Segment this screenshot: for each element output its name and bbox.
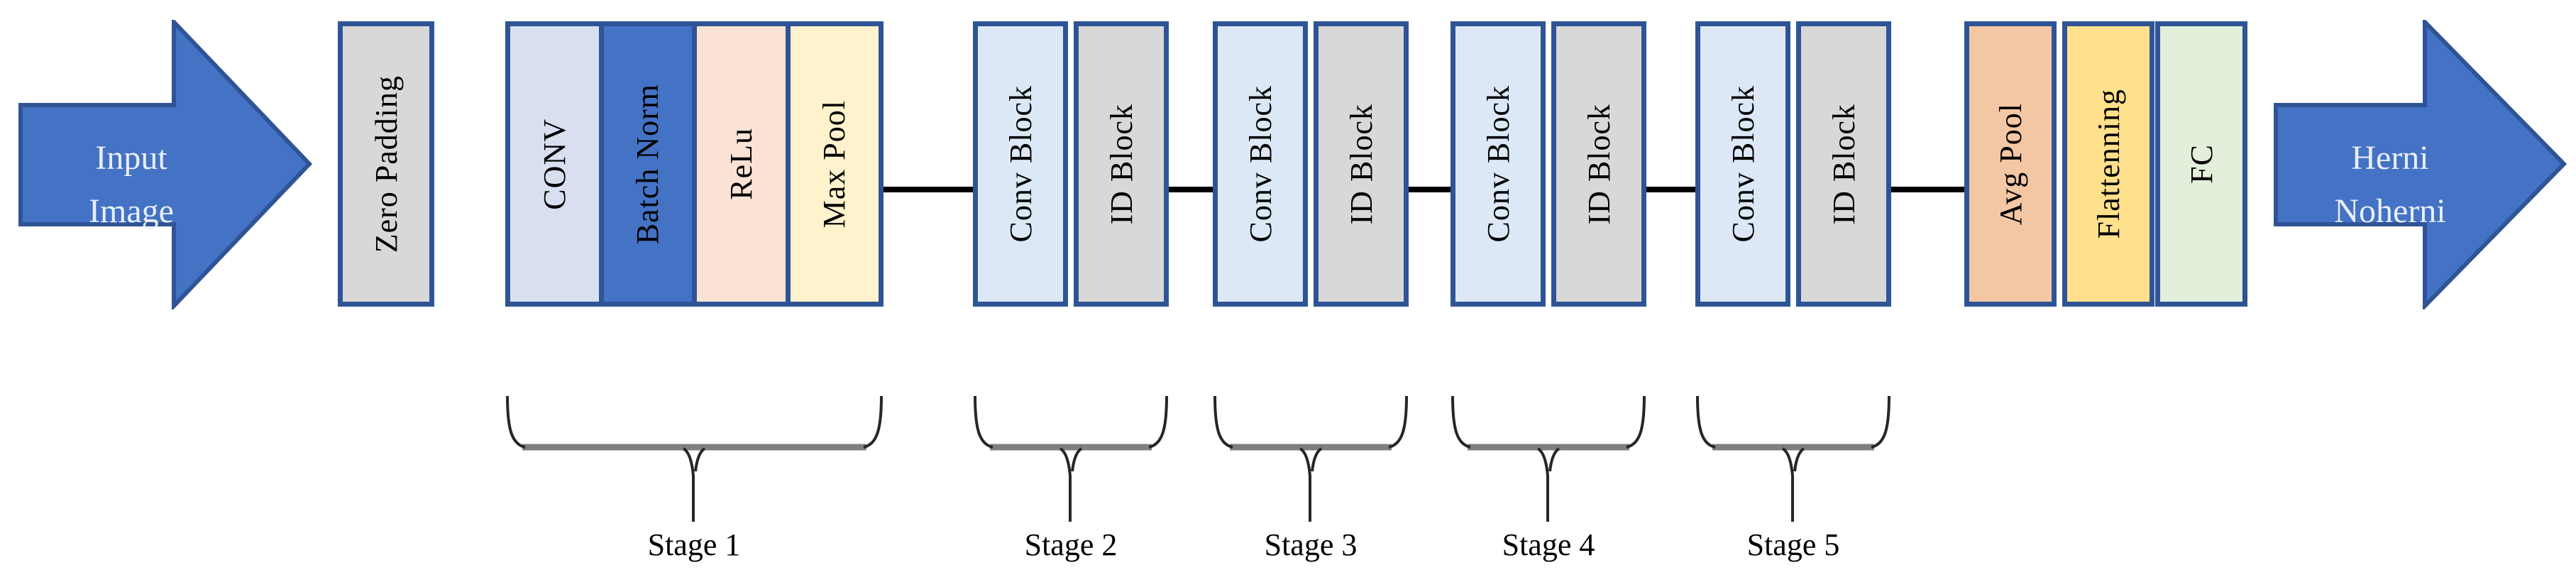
block-conv-block-stage2: Conv Block [973, 21, 1068, 307]
output-arrow-label: Herni Noherni [2284, 131, 2497, 238]
block-id-block-stage4-label: ID Block [1581, 103, 1617, 225]
input-arrow [18, 20, 312, 309]
block-fc: FC [2155, 21, 2247, 307]
brace-right-tick [863, 395, 883, 449]
block-max-pool-label: Max Pool [817, 99, 852, 229]
block-conv: CONV [510, 26, 599, 302]
brace-left-tick [1451, 395, 1471, 449]
connector-stage1-stage2 [884, 187, 973, 192]
connector-stage4-stage5 [1646, 187, 1695, 192]
input-arrow-line1: Input [95, 139, 167, 177]
stage1-group: CONV Batch Norm ReLu Max Pool [505, 21, 884, 307]
block-avg-pool-label: Avg Pool [1993, 102, 2028, 226]
block-conv-block-stage4: Conv Block [1451, 21, 1546, 307]
brace-left-tick [506, 395, 526, 449]
block-conv-block-stage5: Conv Block [1695, 21, 1790, 307]
brace-right-tick [1626, 395, 1646, 449]
stage1-brace [506, 395, 883, 522]
block-conv-label: CONV [536, 118, 572, 210]
block-conv-block-stage3-label: Conv Block [1243, 85, 1278, 243]
block-avg-pool: Avg Pool [1964, 21, 2057, 307]
brace-right-tick [1148, 395, 1168, 449]
block-id-block-stage5: ID Block [1796, 21, 1891, 307]
brace-pointer [1059, 447, 1083, 522]
output-arrow-line2: Noherni [2334, 192, 2446, 230]
brace-right-tick [1388, 395, 1408, 449]
brace-left-tick [1696, 395, 1716, 449]
input-arrow-label: Input Image [28, 131, 234, 238]
stage2-brace [974, 395, 1168, 522]
stage2-label: Stage 2 [1024, 527, 1118, 562]
block-flattenning: Flattenning [2062, 21, 2154, 307]
stage3-label: Stage 3 [1264, 527, 1358, 562]
block-zero-padding: Zero Padding [338, 21, 434, 307]
brace-pointer [1299, 447, 1323, 522]
connector-stage3-stage4 [1409, 187, 1451, 192]
block-id-block-stage5-label: ID Block [1826, 103, 1861, 225]
block-conv-block-stage5-label: Conv Block [1725, 85, 1761, 243]
block-zero-padding-label: Zero Padding [368, 75, 404, 253]
block-id-block-stage3: ID Block [1314, 21, 1409, 307]
stage4-label: Stage 4 [1502, 527, 1595, 562]
connector-stage2-stage3 [1169, 187, 1213, 192]
block-conv-block-stage3: Conv Block [1213, 21, 1308, 307]
block-max-pool: Max Pool [785, 26, 879, 302]
block-batch-norm-label: Batch Norm [630, 83, 666, 245]
block-conv-block-stage2-label: Conv Block [1003, 85, 1038, 243]
stage4-brace [1451, 395, 1646, 522]
block-conv-block-stage4-label: Conv Block [1480, 85, 1516, 243]
block-id-block-stage2-label: ID Block [1103, 103, 1139, 225]
brace-left-tick [974, 395, 993, 449]
brace-pointer [1536, 447, 1561, 522]
output-arrow-line1: Herni [2351, 139, 2429, 177]
brace-pointer [682, 447, 706, 522]
stage1-label: Stage 1 [647, 527, 741, 562]
block-id-block-stage4: ID Block [1551, 21, 1646, 307]
stage5-brace [1696, 395, 1890, 522]
arrow-right-shape [2274, 20, 2567, 309]
connector-stage5-avgpool [1891, 187, 1964, 192]
brace-left-tick [1213, 395, 1233, 449]
output-arrow [2274, 20, 2567, 309]
arrow-right-shape [18, 20, 312, 309]
input-arrow-line2: Image [89, 192, 174, 230]
block-id-block-stage3-label: ID Block [1343, 103, 1379, 225]
stage5-label: Stage 5 [1746, 527, 1840, 562]
brace-pointer [1781, 447, 1805, 522]
block-batch-norm: Batch Norm [598, 26, 692, 302]
block-id-block-stage2: ID Block [1074, 21, 1169, 307]
block-fc-label: FC [2184, 144, 2219, 184]
block-relu-label: ReLu [723, 128, 759, 200]
stage3-brace [1213, 395, 1408, 522]
block-relu: ReLu [692, 26, 786, 302]
brace-right-tick [1871, 395, 1890, 449]
block-flattenning-label: Flattenning [2091, 89, 2126, 239]
